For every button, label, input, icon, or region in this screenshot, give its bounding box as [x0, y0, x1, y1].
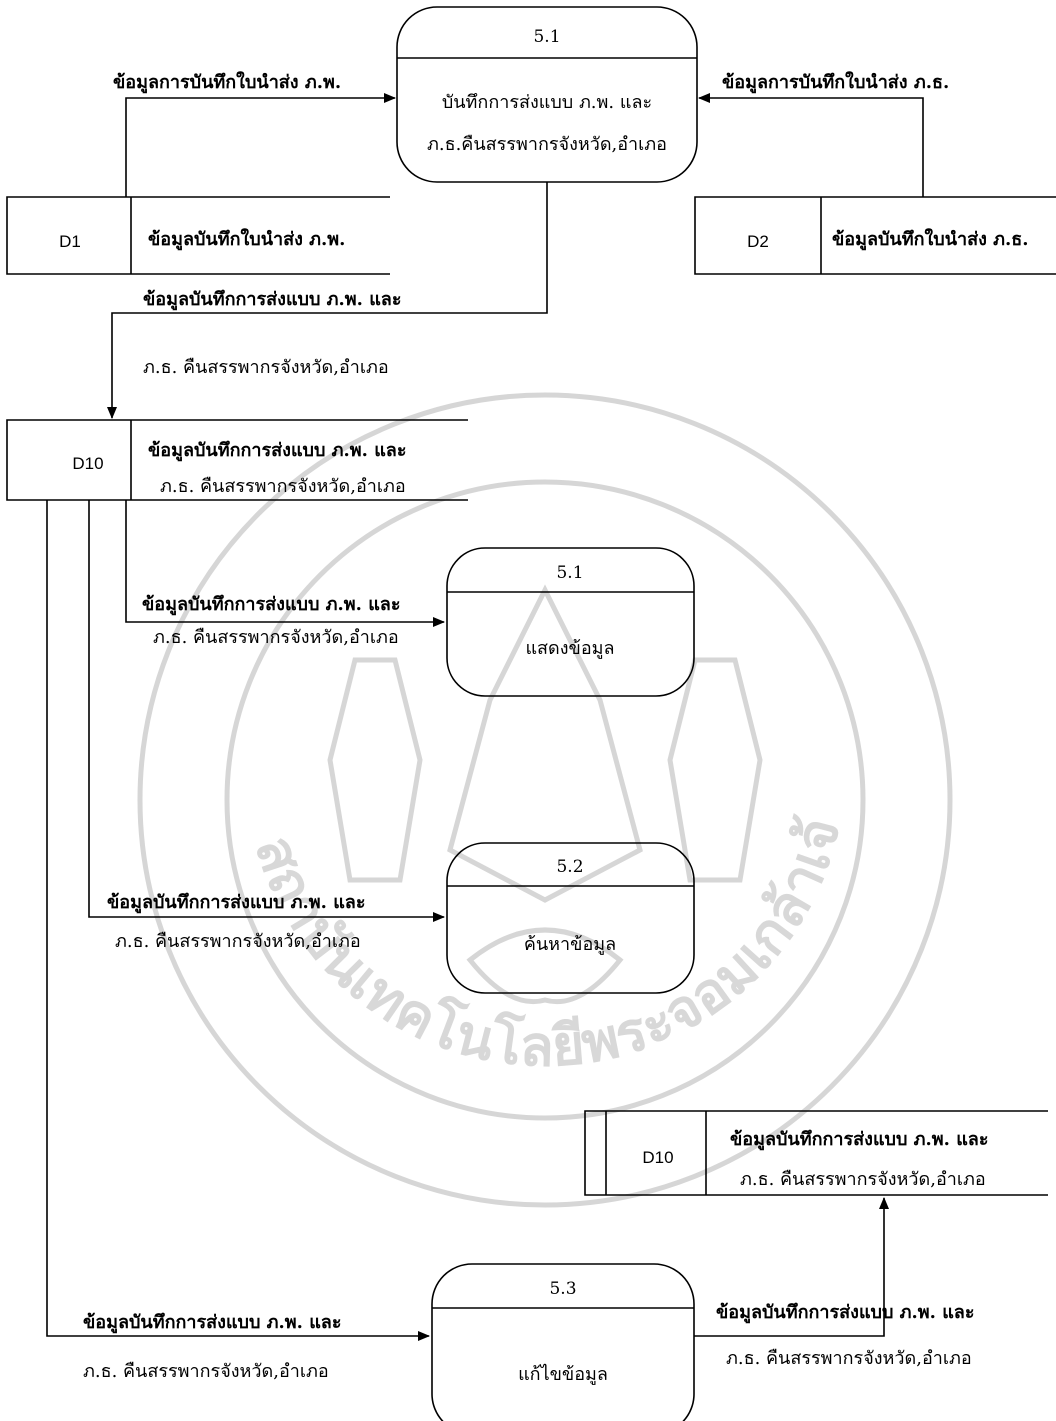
flow-label-line2: ภ.ธ. คืนสรรพากรจังหวัด,อำเภอ — [115, 931, 361, 952]
flow-label-line1: ข้อมูลบันทึกการส่งแบบ ภ.พ. และ — [716, 1302, 975, 1324]
data-store-name: ข้อมูลบันทึกใบนำส่ง ภ.ธ. — [832, 228, 1029, 251]
process-number: 5.1 — [556, 563, 583, 583]
process-number: 5.1 — [533, 27, 560, 47]
process-5-1-record[interactable]: 5.1 บันทึกการส่งแบบ ภ.พ. และ ภ.ธ.คืนสรรพ… — [396, 6, 698, 183]
process-title-line2: ภ.ธ.คืนสรรพากรจังหวัด,อำเภอ — [427, 134, 667, 155]
process-number: 5.3 — [549, 1279, 576, 1299]
flow-arrow-d1-to-5-1 — [125, 93, 396, 197]
flow-arrow-d10-to-edit — [46, 500, 430, 1341]
data-store-name-line1: ข้อมูลบันทึกการส่งแบบ ภ.พ. และ — [730, 1129, 989, 1151]
flow-label-line2: ภ.ธ. คืนสรรพากรจังหวัด,อำเภอ — [143, 357, 389, 378]
process-title: แก้ไขข้อมูล — [518, 1363, 608, 1385]
data-store-name-line2: ภ.ธ. คืนสรรพากรจังหวัด,อำเภอ — [160, 476, 406, 497]
watermark-base-ornament — [466, 927, 624, 1005]
data-store-name-line2: ภ.ธ. คืนสรรพากรจังหวัด,อำเภอ — [740, 1169, 986, 1190]
data-store-name-line1: ข้อมูลบันทึกการส่งแบบ ภ.พ. และ — [148, 440, 407, 462]
process-title: ค้นหาข้อมูล — [524, 934, 616, 955]
data-store-d1[interactable]: D1 ข้อมูลบันทึกใบนำส่ง ภ.พ. — [6, 196, 390, 275]
process-number: 5.2 — [556, 857, 583, 877]
flow-arrow-d10-to-search — [88, 500, 445, 922]
process-title-line1: บันทึกการส่งแบบ ภ.พ. และ — [442, 92, 652, 113]
flow-label-line1: ข้อมูลบันทึกการส่งแบบ ภ.พ. และ — [83, 1312, 342, 1334]
watermark-right-tower — [667, 657, 763, 883]
data-store-id: D1 — [59, 232, 81, 251]
flow-label-line1: ข้อมูลบันทึกการส่งแบบ ภ.พ. และ — [107, 892, 366, 914]
data-store-id: D2 — [747, 232, 769, 251]
watermark-left-tower — [327, 657, 423, 883]
flow-arrow-5-1-to-d10 — [107, 182, 548, 419]
flow-arrow-d10-to-display — [125, 500, 445, 627]
flow-label-d2: ข้อมูลการบันทึกใบนำส่ง ภ.ธ. — [722, 71, 949, 94]
process-5-2-search[interactable]: 5.2 ค้นหาข้อมูล — [446, 842, 695, 994]
flow-label-line2: ภ.ธ. คืนสรรพากรจังหวัด,อำเภอ — [83, 1361, 329, 1382]
process-title: แสดงข้อมูล — [525, 638, 614, 659]
process-5-3-edit[interactable]: 5.3 แก้ไขข้อมูล — [431, 1263, 695, 1421]
flow-label-line2: ภ.ธ. คืนสรรพากรจังหวัด,อำเภอ — [726, 1348, 972, 1369]
data-store-d10-right[interactable]: D10 ข้อมูลบันทึกการส่งแบบ ภ.พ. และ ภ.ธ. … — [584, 1110, 1048, 1196]
flow-label-line1: ข้อมูลบันทึกการส่งแบบ ภ.พ. และ — [142, 594, 401, 616]
watermark-center-crown — [447, 584, 643, 903]
watermark-inner-ring — [224, 479, 866, 1121]
data-store-name: ข้อมูลบันทึกใบนำส่ง ภ.พ. — [148, 228, 345, 251]
watermark-outer-ring — [137, 392, 953, 1208]
data-store-d10-left[interactable]: D10 ข้อมูลบันทึกการส่งแบบ ภ.พ. และ ภ.ธ. … — [6, 419, 468, 501]
flow-label-d1: ข้อมูลการบันทึกใบนำส่ง ภ.พ. — [113, 71, 341, 94]
flow-arrow-d2-to-5-1 — [698, 93, 924, 197]
flow-label-line1: ข้อมูลบันทึกการส่งแบบ ภ.พ. และ — [143, 289, 402, 311]
flow-label-line2: ภ.ธ. คืนสรรพากรจังหวัด,อำเภอ — [153, 627, 399, 648]
data-store-id: D10 — [72, 454, 103, 473]
data-store-id: D10 — [642, 1148, 673, 1167]
flow-arrow-edit-to-d10 — [694, 1197, 889, 1337]
data-store-d2[interactable]: D2 ข้อมูลบันทึกใบนำส่ง ภ.ธ. — [694, 196, 1056, 275]
process-5-1-display[interactable]: 5.1 แสดงข้อมูล — [446, 547, 695, 697]
